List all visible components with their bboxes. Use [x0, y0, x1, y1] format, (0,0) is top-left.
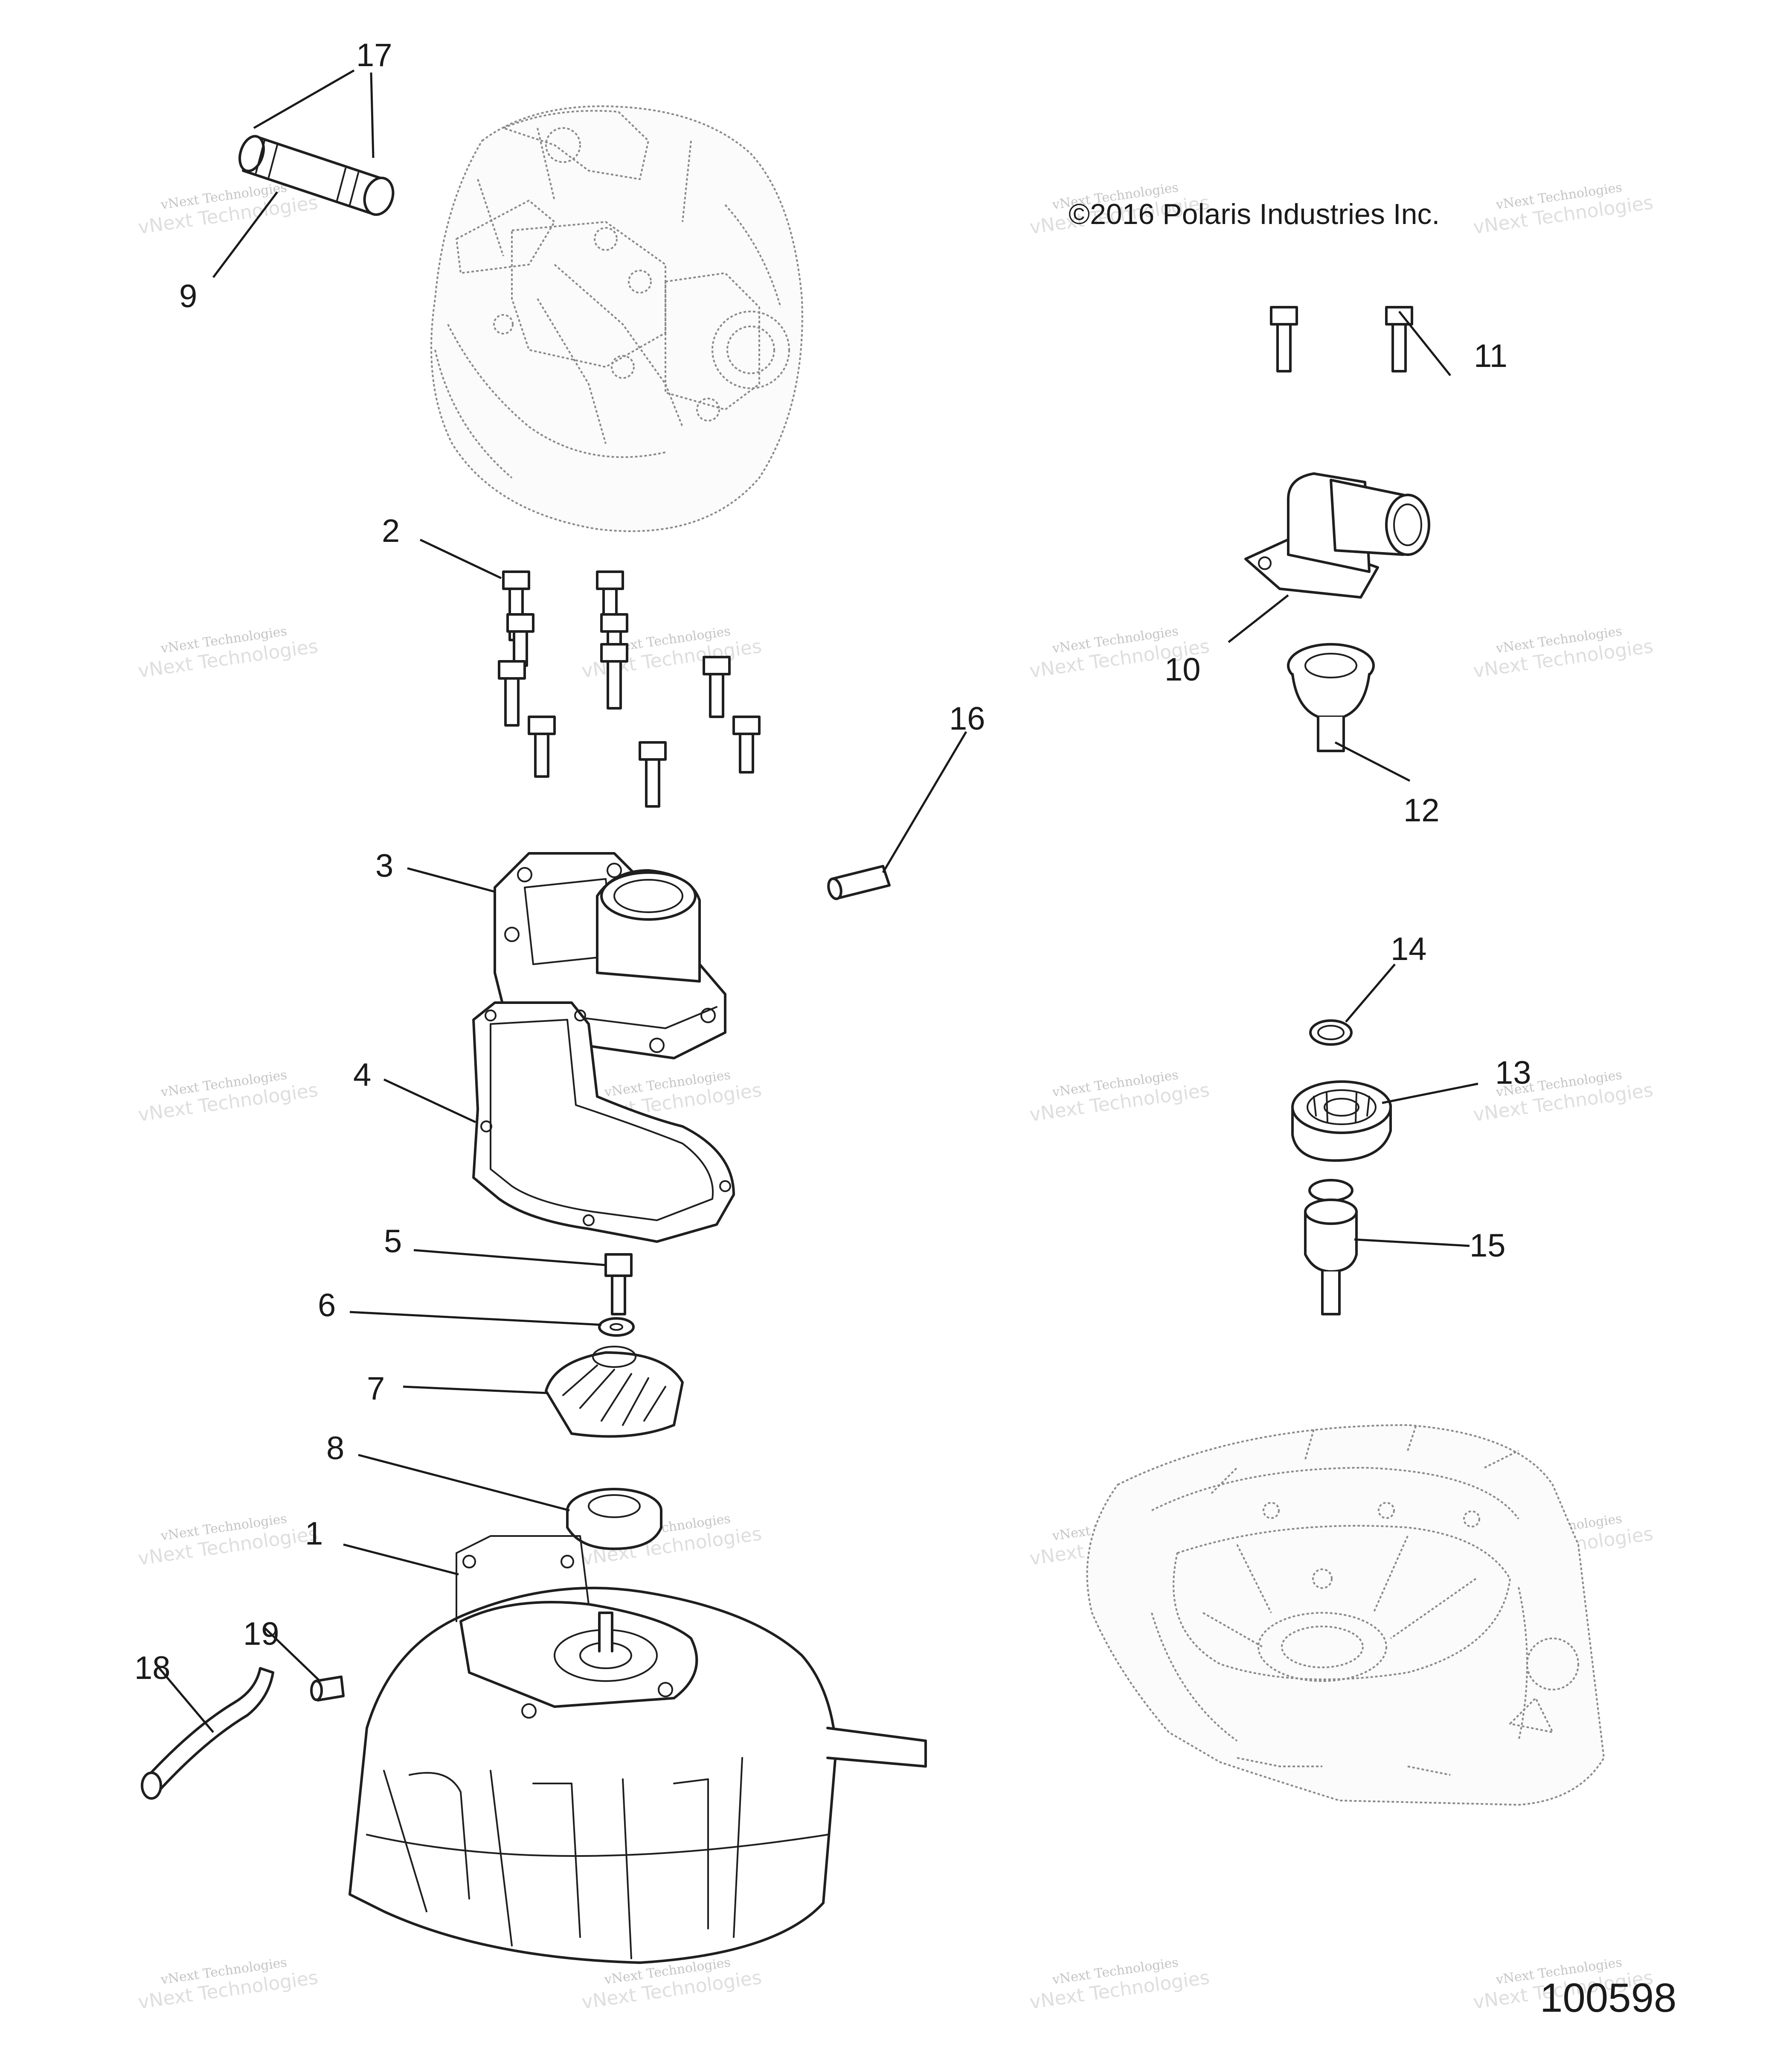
mechanical-seal — [566, 1488, 662, 1550]
callout-12: 12 — [1403, 792, 1440, 829]
cover-bolt — [732, 716, 761, 774]
coolant-tube — [238, 135, 395, 216]
figure-number: 100598 — [1540, 1975, 1676, 2021]
callout-6: 6 — [318, 1287, 336, 1324]
dowel-pin — [827, 865, 891, 900]
thermostat-housing — [1244, 472, 1430, 599]
callout-4: 4 — [353, 1057, 371, 1093]
pump-shaft — [1304, 1179, 1358, 1315]
o-ring — [1309, 1019, 1353, 1046]
impeller — [545, 1346, 684, 1438]
callout-10: 10 — [1165, 652, 1201, 688]
callout-19: 19 — [243, 1616, 279, 1652]
callout-2: 2 — [382, 513, 400, 549]
cover-bolts — [498, 570, 761, 808]
callout-3: 3 — [375, 848, 393, 884]
thermostat-bolt-1 — [1270, 306, 1298, 372]
callout-16: 16 — [949, 701, 985, 737]
cover-bolt — [639, 741, 667, 808]
impeller-bolt — [604, 1253, 633, 1315]
callout-17: 17 — [356, 37, 392, 73]
vent-fitting — [310, 1676, 345, 1702]
callout-5: 5 — [384, 1223, 402, 1260]
leader-lines — [155, 69, 1478, 1733]
gasket — [472, 1001, 735, 1243]
washer — [598, 1317, 635, 1337]
thermostat-bolt-2 — [1385, 306, 1413, 372]
cover-bolt — [600, 643, 628, 710]
cover-bolt — [498, 660, 526, 727]
callout-11: 11 — [1474, 338, 1507, 374]
callout-labels: 17 9 2 3 4 5 6 7 8 1 19 18 16 11 10 12 1… — [134, 37, 1531, 1686]
cover-bolt — [528, 716, 556, 778]
callout-13: 13 — [1495, 1055, 1531, 1091]
vent-hose — [141, 1667, 274, 1800]
bearing — [1291, 1080, 1392, 1162]
callout-8: 8 — [326, 1430, 344, 1466]
ghost-housing-top — [430, 105, 803, 532]
callout-9: 9 — [179, 278, 197, 314]
thermostat — [1287, 643, 1375, 752]
cover-bolt — [703, 656, 731, 718]
cover-bolt — [596, 570, 624, 616]
callout-7: 7 — [367, 1370, 385, 1407]
water-pump-housing — [349, 1535, 927, 1964]
copyright-notice: ©2016 Polaris Industries Inc. — [1069, 198, 1440, 230]
callout-1: 1 — [305, 1516, 323, 1552]
callout-14: 14 — [1391, 931, 1427, 967]
cover-bolt — [506, 613, 534, 667]
callout-15: 15 — [1470, 1228, 1506, 1264]
ghost-housing-bottom — [1086, 1424, 1605, 1806]
callout-18: 18 — [134, 1650, 171, 1686]
